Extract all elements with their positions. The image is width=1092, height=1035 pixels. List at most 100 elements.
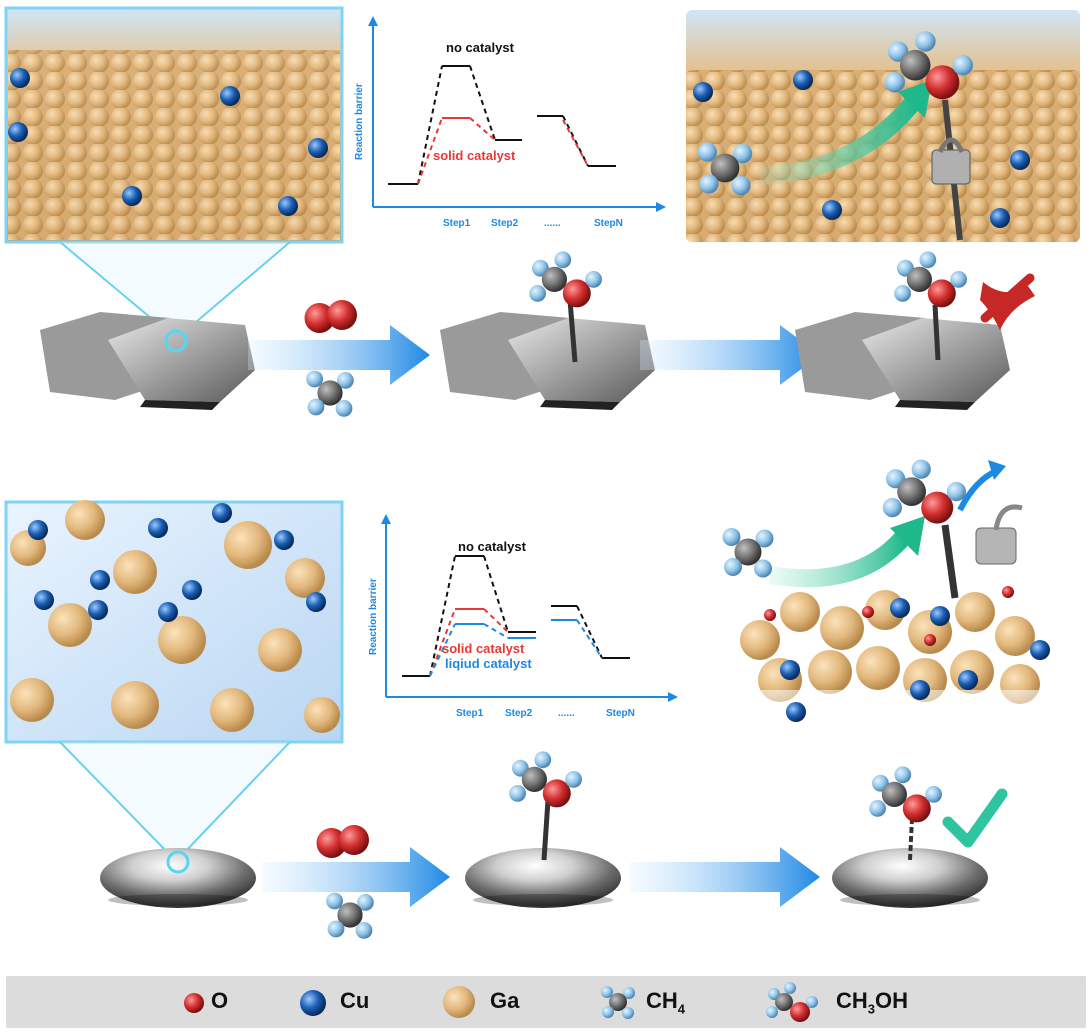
lock-shackle	[937, 137, 965, 154]
cu-atom	[90, 570, 110, 590]
x-tick: Step2	[491, 218, 519, 229]
transition	[469, 65, 496, 141]
x-axis-arrow	[656, 202, 666, 212]
x-tick: Step1	[443, 218, 471, 229]
cu-legend-icon	[300, 990, 326, 1016]
green-migration-arrow	[759, 94, 923, 185]
legend-bar: O Cu Ga CH4 CH3OH	[6, 976, 1086, 1028]
o-atom	[924, 634, 936, 646]
legend-label-ch3oh: CH3OH	[836, 988, 909, 1017]
ch4-legend-icon	[601, 986, 635, 1019]
cu-atom	[122, 186, 142, 206]
transition	[483, 555, 509, 633]
legend-label-ga: Ga	[490, 988, 520, 1013]
cu-atom	[28, 520, 48, 540]
cu-atom	[212, 503, 232, 523]
transition	[576, 619, 603, 659]
transition	[483, 623, 509, 639]
cross-icon	[980, 282, 1035, 330]
transition	[429, 623, 456, 677]
weak-bond	[908, 817, 914, 861]
top-energy-chart: Reaction barrier no catalyst solid catal…	[354, 16, 666, 229]
cu-atom	[693, 82, 713, 102]
cu-atom	[910, 680, 930, 700]
transition	[469, 117, 496, 141]
cross-stroke	[980, 273, 1035, 323]
check-icon	[942, 788, 1008, 848]
cu-atom	[8, 122, 28, 142]
legend-label-ch4: CH4	[646, 988, 686, 1017]
x-axis-arrow	[668, 692, 678, 702]
transition	[429, 555, 456, 677]
cu-atom	[780, 660, 800, 680]
y-axis-arrow	[368, 16, 378, 26]
zoom-ring	[166, 850, 190, 874]
o2-molecule	[317, 825, 370, 858]
no-catalyst-label: no catalyst	[458, 539, 527, 554]
process-arrow	[248, 325, 430, 385]
solid-surface-zoom-panel	[4, 6, 344, 244]
liquid-catalyst-label: liqiud catalyst	[445, 656, 532, 671]
cu-atom	[158, 602, 178, 622]
y-axis-label: Reaction barrier	[368, 578, 379, 655]
process-arrow	[630, 847, 820, 907]
y-axis-label: Reaction barrier	[354, 83, 365, 160]
transition	[576, 605, 603, 659]
cu-atom	[306, 592, 326, 612]
y-axis-arrow	[381, 514, 391, 524]
o2-molecule	[305, 300, 358, 333]
ga-legend-icon	[443, 986, 475, 1018]
ch3oh-legend-icon	[766, 982, 818, 1022]
green-migration-arrow	[768, 529, 912, 588]
solid-catalyst-label: solid catalyst	[433, 148, 516, 163]
x-tick: ......	[544, 218, 561, 229]
lock-shackle	[993, 504, 1023, 531]
cu-atom	[308, 138, 328, 158]
legend-label-o: O	[211, 988, 229, 1013]
zoom-ring	[164, 329, 188, 353]
o-atom	[862, 606, 874, 618]
o-atom	[764, 609, 776, 621]
process-arrow	[640, 325, 820, 385]
green-arrow-head	[890, 516, 925, 556]
adsorption-bond	[567, 299, 578, 363]
cu-atom	[786, 702, 806, 722]
cu-atom	[274, 530, 294, 550]
bottom-energy-chart: Reaction barrier no catalyst solid catal…	[368, 514, 678, 719]
unlocked-lock-icon	[975, 527, 1017, 565]
o-atom	[1002, 586, 1014, 598]
adsorption-bond	[941, 524, 959, 599]
x-tick: ......	[558, 708, 575, 719]
process-arrow	[262, 847, 450, 907]
transition	[429, 608, 456, 677]
cu-atom	[278, 196, 298, 216]
adsorption-bond	[541, 799, 551, 861]
ch3oh-molecule	[894, 251, 967, 307]
transition	[483, 608, 509, 633]
x-tick: Step2	[505, 708, 533, 719]
mechanism-diagram: Reaction barrier no catalyst solid catal…	[4, 6, 1080, 976]
solid-adsorption-panel	[686, 10, 1080, 242]
ch3oh-molecule	[529, 251, 602, 307]
cu-atom	[10, 68, 30, 88]
cu-atom	[1030, 640, 1050, 660]
ch3oh-molecule	[869, 766, 942, 822]
cu-atom	[88, 600, 108, 620]
zoom-cone	[60, 742, 290, 862]
zoom-line	[181, 241, 291, 335]
liquid-metal-zoom-panel	[4, 500, 344, 744]
o-legend-icon	[184, 993, 204, 1013]
solid-catalyst-stage-2	[440, 251, 655, 410]
lock-icon	[931, 149, 971, 185]
solid-catalyst-stage-1	[40, 312, 255, 410]
transition	[562, 115, 589, 167]
liquid-catalyst-stage-2	[465, 751, 621, 908]
cu-atom	[822, 200, 842, 220]
ch3oh-molecule	[883, 460, 966, 524]
ch4-molecule	[723, 528, 774, 578]
transition	[417, 65, 443, 185]
x-tick: StepN	[594, 218, 623, 229]
cu-atom	[990, 208, 1010, 228]
cu-atom	[148, 518, 168, 538]
cu-atom	[793, 70, 813, 90]
